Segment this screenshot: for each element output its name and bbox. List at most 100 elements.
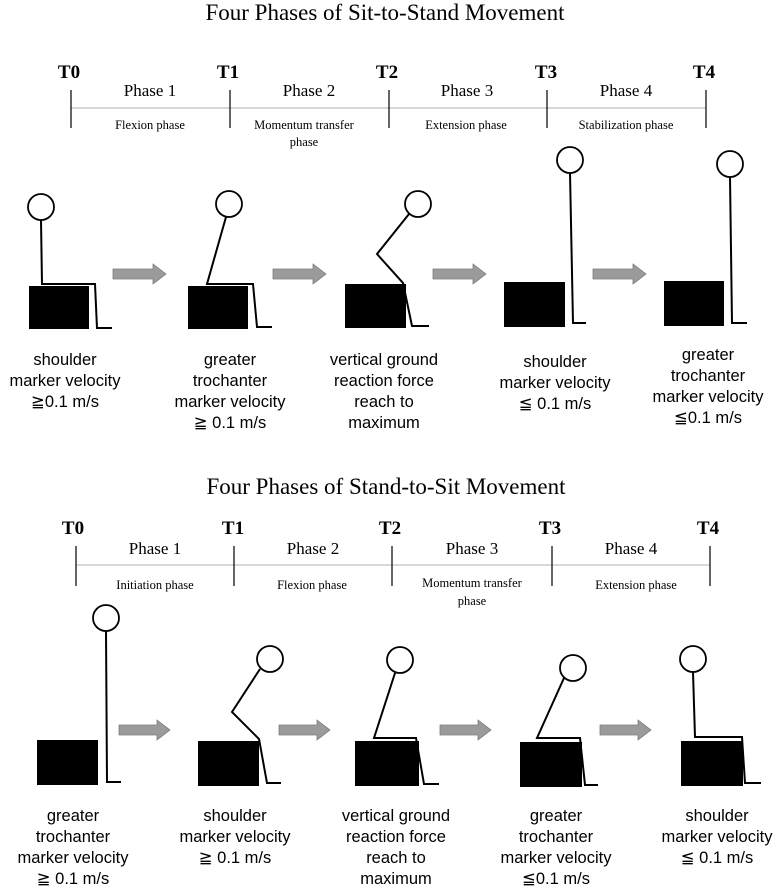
head-circle (27, 193, 55, 221)
condition-line: reaction force (334, 372, 434, 390)
phase-name: Extension phase (595, 578, 677, 592)
stick-figure-seated (520, 654, 598, 787)
time-point-label: T2 (376, 62, 398, 83)
chair-block (37, 740, 98, 785)
time-point-label: T1 (222, 518, 244, 539)
condition-line: marker velocity (10, 372, 122, 390)
condition-line: ≦ 0.1 m/s (519, 395, 592, 413)
head-circle (404, 190, 432, 218)
condition-line: trochanter (193, 372, 268, 390)
condition-line: greater (530, 807, 583, 825)
timeline: T0 T1 T2 T3 T4 Phase 1 Phase 2 Phase 3 P… (62, 518, 720, 608)
condition-line: greater (682, 346, 735, 364)
phase-label: Phase 4 (600, 81, 653, 100)
time-point-label: T1 (217, 62, 239, 83)
head-circle (716, 150, 744, 178)
phase-name: Extension phase (425, 118, 507, 132)
head-circle (556, 146, 584, 174)
head-circle (256, 645, 284, 673)
stick-figure-seated (27, 193, 112, 329)
stick-figure-rising (345, 190, 432, 328)
condition-text: vertical ground reaction force reach to … (342, 807, 450, 888)
chair-block (188, 286, 248, 329)
condition-line: maximum (348, 414, 420, 432)
time-point-label: T3 (535, 62, 557, 83)
condition-line: trochanter (36, 828, 111, 846)
body-line (230, 668, 281, 784)
phase-name: Stabilization phase (579, 118, 674, 132)
condition-line: ≧ 0.1 m/s (194, 414, 267, 432)
condition-line: greater (47, 807, 100, 825)
condition-line: marker velocity (175, 393, 287, 411)
head-circle (92, 604, 120, 632)
right-arrow-icon (432, 263, 487, 285)
chair-block (355, 741, 419, 786)
section-title: Four Phases of Sit-to-Stand Movement (205, 0, 565, 25)
condition-line: marker velocity (180, 828, 292, 846)
condition-line: ≦0.1 m/s (522, 870, 590, 888)
condition-line: shoulder (33, 351, 97, 369)
phase-label: Phase 1 (124, 81, 176, 100)
condition-text: vertical ground reaction force reach to … (330, 351, 438, 432)
condition-line: ≧ 0.1 m/s (199, 849, 272, 867)
condition-line: shoulder (203, 807, 267, 825)
right-arrow-icon (592, 263, 647, 285)
stick-figure-leaning (198, 645, 284, 786)
phase-name: Flexion phase (115, 118, 185, 132)
sit-to-stand-section: Four Phases of Sit-to-Stand Movement T0 … (10, 0, 765, 432)
condition-line: ≧ 0.1 m/s (37, 870, 110, 888)
phase-label: Phase 2 (287, 539, 339, 558)
chair-block (504, 282, 565, 327)
condition-line: maximum (360, 870, 432, 888)
phase-label: Phase 3 (441, 81, 493, 100)
phase-label: Phase 1 (129, 539, 181, 558)
phase-name: phase (290, 135, 319, 149)
chair-block (681, 741, 743, 786)
time-point-label: T3 (539, 518, 561, 539)
condition-line: shoulder (523, 353, 587, 371)
chair-block (520, 742, 582, 787)
phase-label: Phase 4 (605, 539, 658, 558)
head-circle (559, 654, 587, 682)
chair-block (345, 284, 406, 328)
body-line (40, 219, 112, 329)
condition-line: marker velocity (653, 388, 765, 406)
condition-line: reach to (354, 393, 414, 411)
condition-text: greater trochanter marker velocity ≧ 0.1… (18, 807, 130, 888)
phase-label: Phase 2 (283, 81, 335, 100)
condition-text: shoulder marker velocity ≦ 0.1 m/s (662, 807, 774, 867)
condition-line: marker velocity (500, 374, 612, 392)
time-point-label: T4 (693, 62, 716, 83)
condition-line: marker velocity (662, 828, 774, 846)
right-arrow-icon (278, 719, 331, 741)
condition-line: vertical ground (330, 351, 438, 369)
body-line (569, 172, 586, 324)
condition-text: greater trochanter marker velocity ≦0.1 … (501, 807, 613, 888)
head-circle (215, 190, 243, 218)
phase-name: Initiation phase (116, 578, 194, 592)
body-line (205, 216, 272, 328)
condition-line: marker velocity (501, 849, 613, 867)
condition-line: trochanter (671, 367, 746, 385)
stick-figure-standing (664, 150, 747, 326)
stick-figure-standing (504, 146, 586, 327)
stick-figure-standing (37, 604, 121, 785)
right-arrow-icon (118, 719, 171, 741)
head-circle (679, 645, 707, 673)
condition-text: greater trochanter marker velocity ≧ 0.1… (175, 351, 287, 432)
condition-line: vertical ground (342, 807, 450, 825)
phase-name: phase (458, 594, 487, 608)
condition-line: ≧0.1 m/s (31, 393, 99, 411)
body-line (535, 677, 598, 786)
phase-name: Momentum transfer (422, 576, 522, 590)
condition-line: ≦0.1 m/s (674, 409, 742, 427)
condition-text: shoulder marker velocity ≦ 0.1 m/s (500, 353, 612, 413)
stand-to-sit-section: Four Phases of Stand-to-Sit Movement T0 … (18, 474, 774, 888)
time-point-label: T4 (697, 518, 720, 539)
time-point-label: T0 (58, 62, 80, 83)
body-line (729, 176, 747, 324)
condition-text: shoulder marker velocity ≧0.1 m/s (10, 351, 122, 411)
body-line (375, 213, 429, 327)
section-title: Four Phases of Stand-to-Sit Movement (206, 474, 566, 499)
